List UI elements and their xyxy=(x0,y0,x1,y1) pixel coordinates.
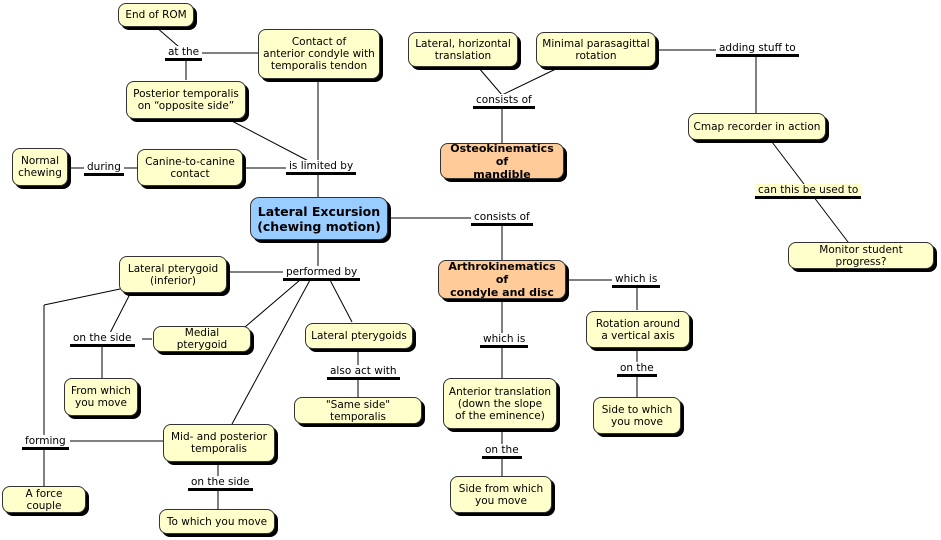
link-during[interactable]: during xyxy=(84,161,124,176)
concept-same-side-temporalis[interactable]: "Same side" temporalis xyxy=(294,397,422,424)
concept-monitor-student-progress[interactable]: Monitor student progress? xyxy=(788,242,934,269)
link-on-the-rotation[interactable]: on the xyxy=(617,362,657,377)
concept-lateral-horizontal-translation[interactable]: Lateral, horizontal translation xyxy=(408,32,518,67)
concept-arthrokinematics[interactable]: Arthrokinematics of condyle and disc xyxy=(438,260,566,299)
link-adding-stuff-to[interactable]: adding stuff to xyxy=(716,42,799,57)
concept-force-couple[interactable]: A force couple xyxy=(2,486,86,513)
concept-rotation-vertical-axis[interactable]: Rotation around a vertical axis xyxy=(586,311,690,348)
link-also-act-with[interactable]: also act with xyxy=(327,365,400,380)
concept-from-which-you-move[interactable]: From which you move xyxy=(64,378,138,416)
concept-osteokinematics-of-mandible[interactable]: Osteokinematics of mandible xyxy=(440,142,564,181)
link-is-limited-by[interactable]: is limited by xyxy=(286,160,357,175)
connector xyxy=(109,293,131,334)
concept-minimal-parasagittal-rotation[interactable]: Minimal parasagittal rotation xyxy=(536,32,656,67)
concept-contact-anterior-condyle[interactable]: Contact of anterior condyle with tempora… xyxy=(258,29,380,79)
concept-mid-posterior-temporalis[interactable]: Mid- and posterior temporalis xyxy=(163,424,275,462)
concept-side-from-which-you-move[interactable]: Side from which you move xyxy=(450,476,552,513)
concept-lateral-excursion[interactable]: Lateral Excursion (chewing motion) xyxy=(250,197,388,240)
connector xyxy=(244,279,301,328)
connector xyxy=(231,279,311,425)
link-on-the-side[interactable]: on the side xyxy=(70,332,135,347)
concept-lateral-pterygoid-inferior[interactable]: Lateral pterygoid (inferior) xyxy=(119,256,227,293)
link-which-is-rotation[interactable]: which is xyxy=(612,273,661,288)
link-performed-by[interactable]: performed by xyxy=(283,266,361,281)
connector xyxy=(477,66,503,96)
connector xyxy=(229,119,319,167)
concept-anterior-translation[interactable]: Anterior translation (down the slope of … xyxy=(443,378,557,429)
connector xyxy=(43,288,121,306)
link-at-the[interactable]: at the xyxy=(165,46,203,61)
concept-end-of-rom[interactable]: End of ROM xyxy=(118,3,194,27)
link-forming[interactable]: forming xyxy=(22,435,69,450)
concept-medial-pterygoid[interactable]: Medial pterygoid xyxy=(153,326,251,352)
concept-canine-to-canine-contact[interactable]: Canine-to-canine contact xyxy=(137,149,243,186)
concept-posterior-temporalis[interactable]: Posterior temporalis on “opposite side” xyxy=(126,81,246,119)
concept-lateral-pterygoids[interactable]: Lateral pterygoids xyxy=(305,323,413,349)
concept-to-which-you-move[interactable]: To which you move xyxy=(159,509,275,534)
concept-side-to-which-you-move[interactable]: Side to which you move xyxy=(593,397,681,434)
link-on-the-translation[interactable]: on the xyxy=(482,444,522,459)
connector xyxy=(329,279,353,323)
concept-normal-chewing[interactable]: Normal chewing xyxy=(12,148,68,186)
concept-cmap-recorder[interactable]: Cmap recorder in action xyxy=(688,113,826,140)
link-which-is-translation[interactable]: which is xyxy=(480,333,529,348)
link-consists-of-osteo[interactable]: consists of xyxy=(473,94,535,109)
link-on-the-side-temporalis[interactable]: on the side xyxy=(188,476,253,491)
connector xyxy=(501,66,561,96)
link-consists-of-excursion[interactable]: consists of xyxy=(471,211,533,226)
link-can-this-be-used-to[interactable]: can this be used to xyxy=(755,184,862,199)
